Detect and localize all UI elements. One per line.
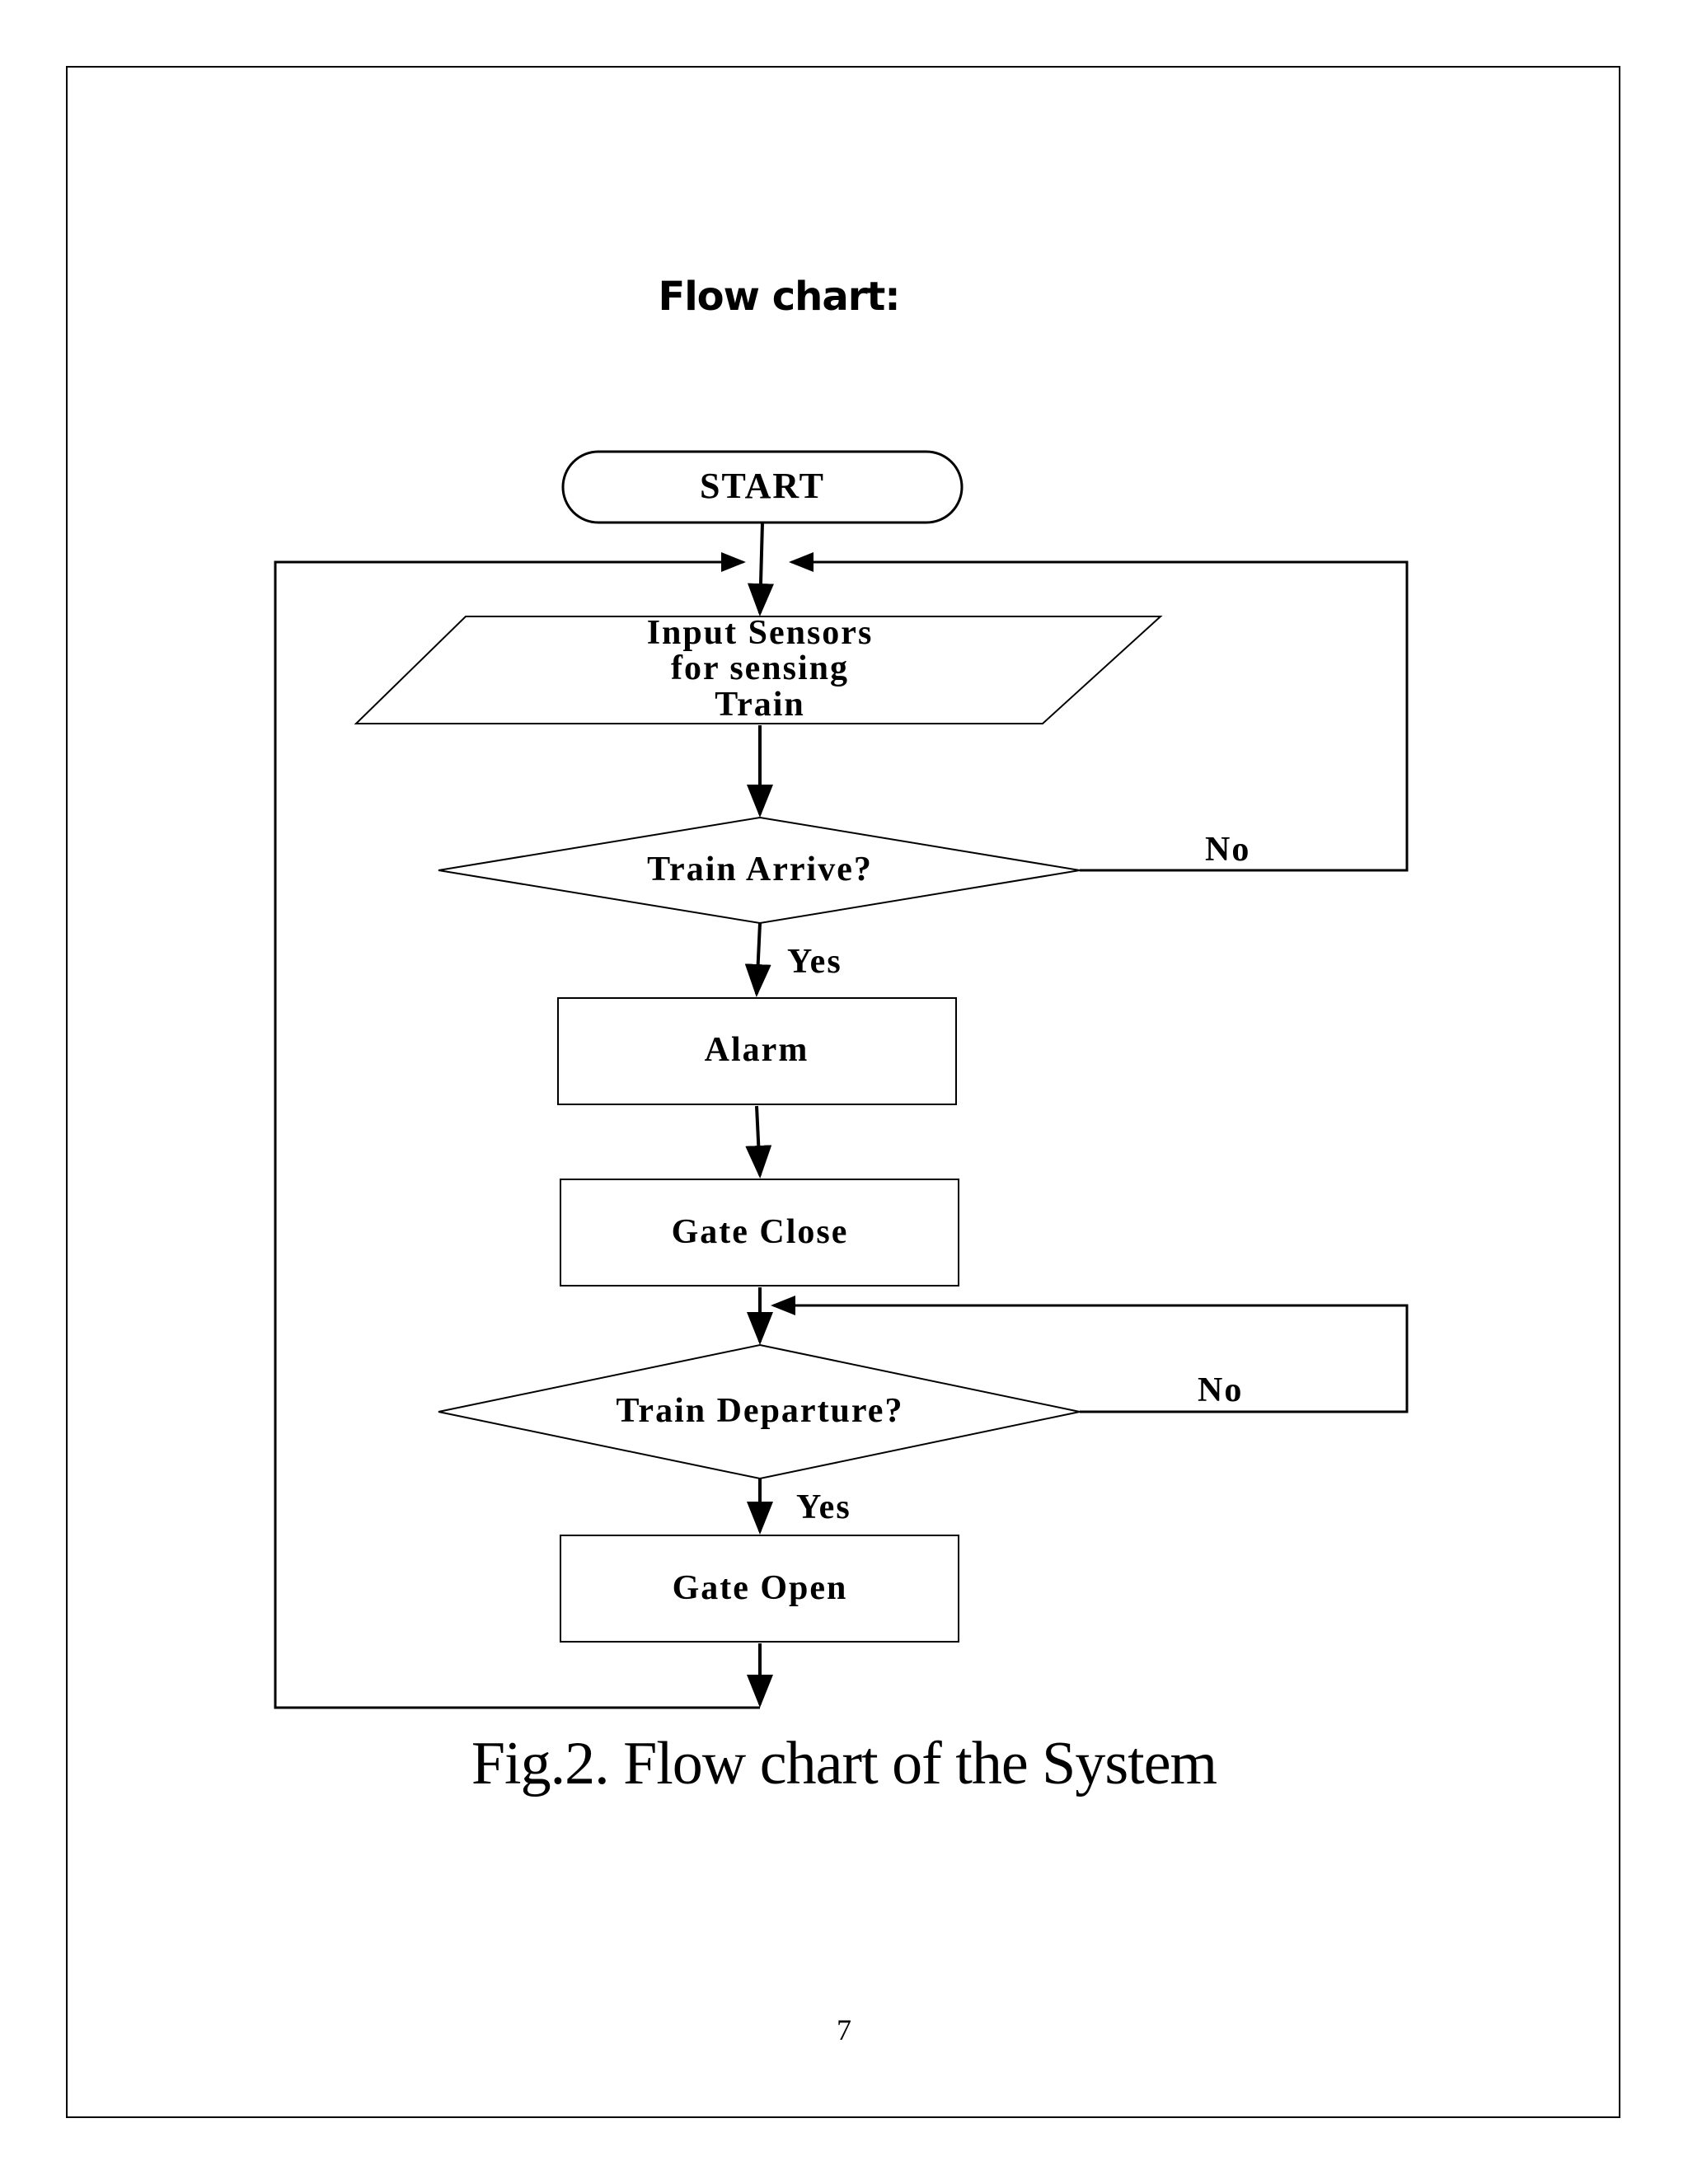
departure-yes-label: Yes [796,1488,851,1526]
page-heading: Flow chart: [658,274,900,320]
train-arrive-label: Train Arrive? [647,851,873,888]
page-border [66,66,1620,2118]
gate-close-label: Gate Close [672,1213,849,1251]
alarm-label: Alarm [705,1031,809,1069]
start-label: START [700,466,825,506]
train-departure-label: Train Departure? [617,1392,904,1430]
departure-no-loop [771,1296,1409,1413]
gate-close-process [560,1179,959,1286]
arrive-no-label: No [1205,831,1250,869]
arrive-yes-label: Yes [787,943,842,981]
input-line-2: for sensing [671,649,849,687]
arrow-arrive-to-alarm [744,922,771,997]
input-sensors-parallelogram [354,616,1163,724]
figure-caption: Fig.2. Flow chart of the System [471,1730,1217,1797]
arrow-alarm-to-close [745,1105,772,1179]
input-line-1: Input Sensors [647,614,874,652]
departure-no-label: No [1198,1371,1243,1409]
page-number: 7 [837,2013,851,2046]
arrow-start-to-input [747,522,774,616]
return-loop-left [274,552,760,1709]
arrive-no-loop [789,552,1409,872]
gate-open-process [560,1535,959,1643]
input-line-3: Train [715,686,805,724]
gate-open-label: Gate Open [673,1569,848,1607]
alarm-process [557,997,957,1105]
